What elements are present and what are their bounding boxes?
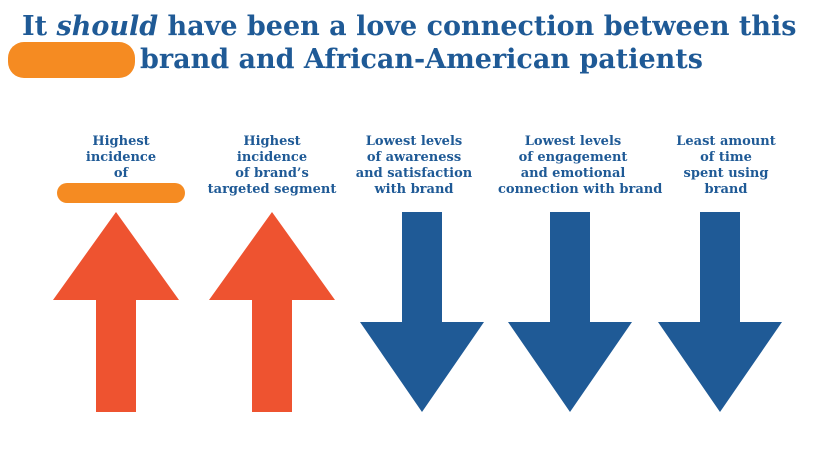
label-line: of engagement	[518, 150, 628, 165]
column-label-2: Highest incidence of brand’s targeted se…	[197, 134, 347, 198]
label-line: and emotional	[520, 166, 626, 181]
up-arrow-icon	[53, 212, 179, 412]
title-line-2: brand and African-American patients	[140, 44, 703, 75]
label-line: spent using	[683, 166, 769, 181]
label-line: incidence	[85, 150, 157, 165]
label-line: Lowest levels	[524, 134, 622, 149]
slide-title: It should have been a love connection be…	[0, 0, 840, 80]
redacted-brand-name	[8, 42, 135, 78]
up-arrow-icon	[209, 212, 335, 412]
title-emphasis: should	[56, 11, 159, 42]
title-line-1: It should have been a love connection be…	[22, 11, 796, 43]
label-line: targeted segment	[207, 182, 337, 197]
title-prefix: It	[22, 11, 57, 42]
column-label-5: Least amount of time spent using brand	[651, 134, 801, 198]
label-line: brand	[704, 182, 748, 197]
label-line: of brand’s	[235, 166, 309, 181]
label-line: and satisfaction	[355, 166, 473, 181]
label-line: of awareness	[366, 150, 462, 165]
column-label-4: Lowest levels of engagement and emotiona…	[498, 134, 663, 198]
label-line: Highest	[243, 134, 301, 149]
label-line: of time	[700, 150, 752, 165]
title-rest: have been a love connection between this	[158, 11, 797, 42]
label-line: incidence	[236, 150, 308, 165]
down-arrow-icon	[658, 212, 782, 412]
label-line: Highest	[92, 134, 150, 149]
down-arrow-icon	[508, 212, 632, 412]
label-line: Least amount	[676, 134, 776, 149]
label-line: connection with brand	[498, 182, 663, 197]
column-label-3: Lowest levels of awareness and satisfact…	[339, 134, 489, 198]
label-line: Lowest levels	[365, 134, 463, 149]
down-arrow-icon	[360, 212, 484, 412]
label-line: of	[113, 166, 129, 181]
column-label-1: Highest incidence of	[46, 134, 196, 182]
label-line: with brand	[374, 182, 454, 197]
redacted-condition	[57, 183, 185, 203]
